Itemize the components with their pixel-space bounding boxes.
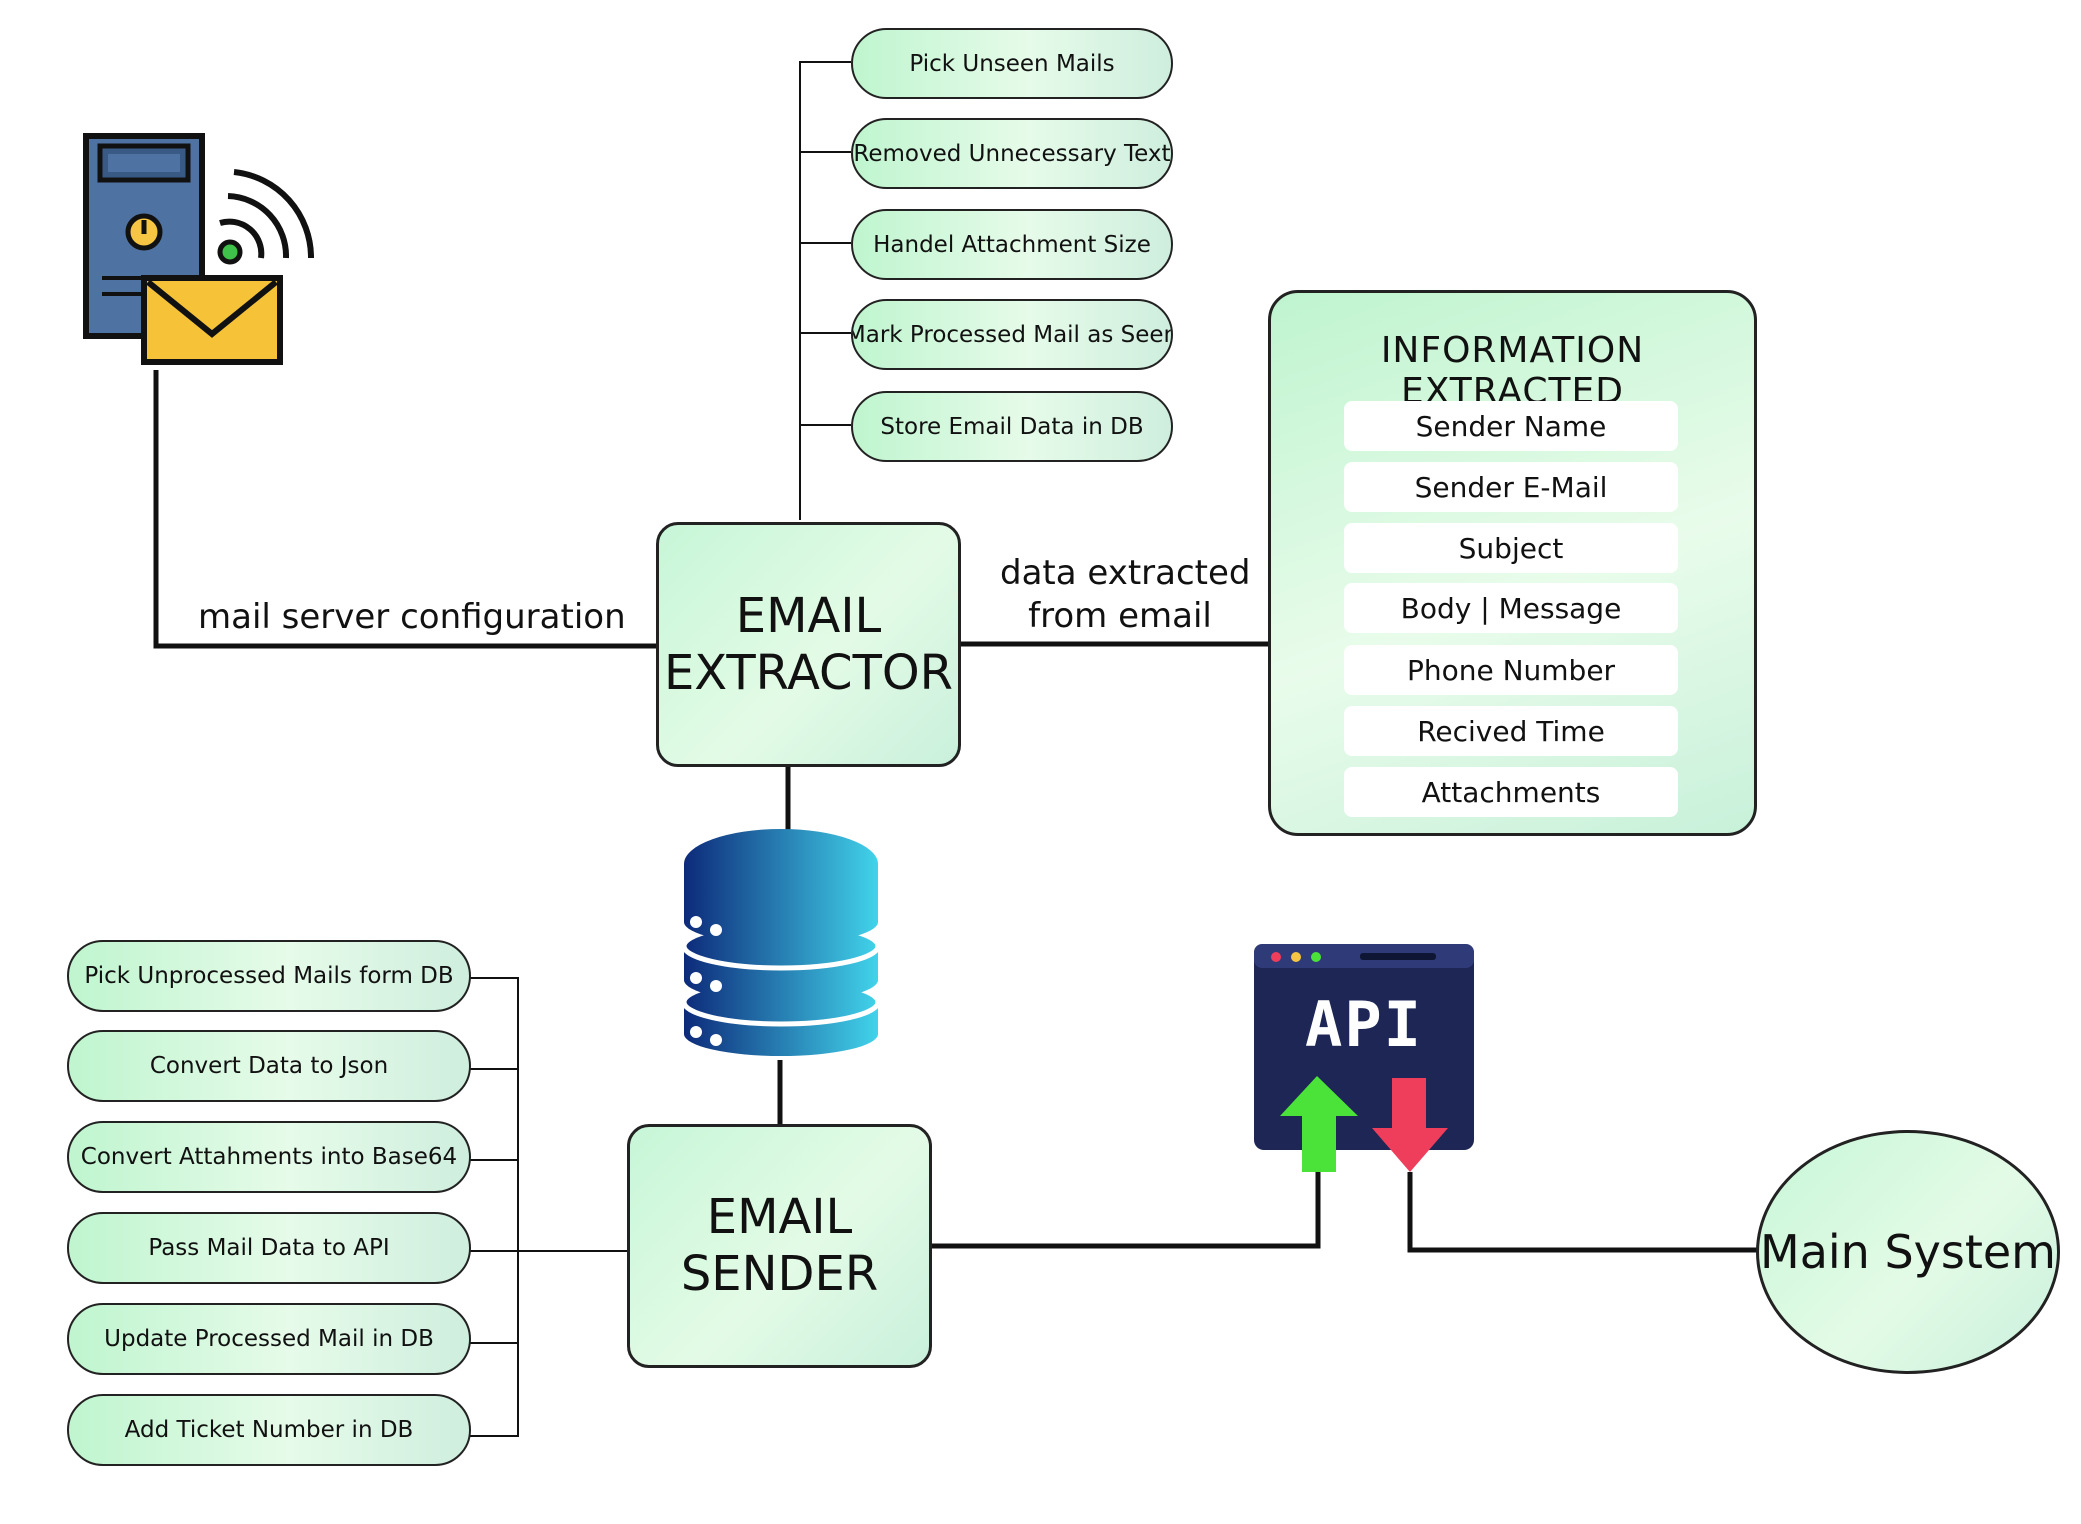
sender-step: Convert Data to Json bbox=[67, 1030, 471, 1102]
info-field: Body | Message bbox=[1344, 583, 1678, 633]
arrow-down-icon-shape bbox=[1372, 1078, 1448, 1172]
api-label: API bbox=[1305, 988, 1423, 1061]
info-field: Sender E-Mail bbox=[1344, 462, 1678, 512]
mail-server-icon bbox=[83, 133, 315, 365]
extractor-steps-bracket bbox=[799, 61, 851, 520]
email-sender-node: EMAIL SENDER bbox=[627, 1124, 932, 1368]
database-icon bbox=[681, 829, 881, 1056]
extractor-step: Handel Attachment Size bbox=[851, 209, 1173, 280]
email-sender-line1: EMAIL bbox=[706, 1189, 853, 1246]
info-field: Recived Time bbox=[1344, 706, 1678, 756]
email-sender-line2: SENDER bbox=[680, 1246, 879, 1302]
extractor-step: Pick Unseen Mails bbox=[851, 28, 1173, 99]
sender-steps-bracket bbox=[470, 977, 628, 1437]
extractor-step: Mark Processed Mail as Seen bbox=[851, 299, 1173, 370]
extractor-step: Store Email Data in DB bbox=[851, 391, 1173, 462]
arrow-up-icon-shape bbox=[1280, 1076, 1358, 1172]
information-extracted-title: INFORMATION EXTRACTED bbox=[1380, 330, 1645, 412]
info-field: Sender Name bbox=[1344, 401, 1678, 451]
info-field: Phone Number bbox=[1344, 645, 1678, 695]
main-system-label: Main System bbox=[1760, 1225, 2056, 1279]
sender-to-api-line bbox=[932, 1172, 1321, 1249]
mail-server-to-extractor-line bbox=[153, 370, 658, 649]
main-system-node: Main System bbox=[1756, 1130, 2060, 1374]
mail-server-configuration-label: mail server configuration bbox=[198, 597, 626, 637]
api-to-main-system-line bbox=[1407, 1172, 1758, 1253]
sender-step: Update Processed Mail in DB bbox=[67, 1303, 471, 1375]
email-extractor-line2: EXTRACTOR bbox=[663, 644, 954, 701]
email-extractor-node: EMAIL EXTRACTOR bbox=[656, 522, 961, 767]
info-field: Attachments bbox=[1344, 767, 1678, 817]
info-field: Subject bbox=[1344, 523, 1678, 573]
sender-step: Convert Attahments into Base64 bbox=[67, 1121, 471, 1193]
extractor-step: Removed Unnecessary Text bbox=[851, 118, 1173, 189]
sender-step: Pick Unprocessed Mails form DB bbox=[67, 940, 471, 1012]
sender-step: Add Ticket Number in DB bbox=[67, 1394, 471, 1466]
email-extractor-line1: EMAIL bbox=[735, 587, 882, 644]
data-extracted-label: data extracted from email bbox=[1000, 553, 1251, 636]
api-window-icon bbox=[1254, 944, 1474, 1172]
sender-step: Pass Mail Data to API bbox=[67, 1212, 471, 1284]
